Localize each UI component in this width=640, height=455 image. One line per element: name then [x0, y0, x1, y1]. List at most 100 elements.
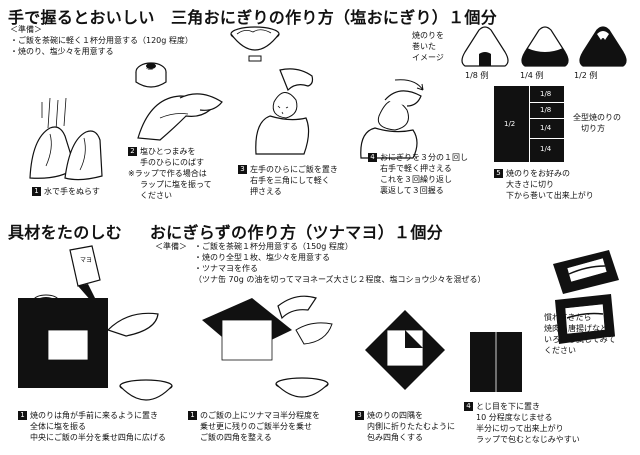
step1-wash-hands-illustration — [29, 97, 103, 181]
step-number-badge: 1 — [32, 187, 41, 196]
caption-line: 焼のりを — [412, 31, 444, 40]
step-number-badge: 4 — [464, 402, 473, 411]
cut-line — [529, 118, 564, 119]
step-text: とじ目を下に置き — [476, 402, 540, 411]
prep-item: ・ご飯を茶碗に軽く１杯分用意する（120g 程度） — [10, 36, 193, 45]
step-text: 全体に塩を振る — [30, 422, 86, 431]
step-text: 下から巻いて出来上がり — [506, 191, 594, 200]
section1-title: 手で握るとおいしい 三角おにぎりの作り方（塩おにぎり）１個分 — [8, 8, 498, 27]
step4-rotate-onigiri-illustration — [360, 79, 424, 159]
section2-title: 具材をたのしむ おにぎらずの作り方（ツナマヨ）１個分 — [8, 219, 443, 243]
mayo-label: マヨ — [80, 257, 93, 264]
step-text: 乗せ更に残りのご飯半分を乗せ — [200, 422, 312, 431]
step-number-badge: 1 — [188, 411, 197, 420]
section2-prep-header: ＜準備＞ — [155, 242, 187, 251]
step-text: 水で手をぬらす — [44, 187, 100, 196]
step-text: 押さえる — [250, 187, 282, 196]
onigirazu-step3-illustration — [365, 310, 445, 390]
step-text: ※ラップで作る場合は — [128, 169, 207, 178]
caption-line: 全型焼のりの — [573, 113, 621, 122]
step-number-badge: 3 — [238, 165, 247, 174]
nori-cut-caption: 全型焼のりの 切り方 — [573, 112, 621, 134]
step-number-badge: 4 — [368, 153, 377, 162]
step-text: 大きさに切り — [506, 180, 554, 189]
prep-header: ＜準備＞ — [10, 25, 42, 34]
step-text: 左手のひらにご飯を置き — [250, 165, 338, 174]
onigiri-variants-illustration — [461, 26, 627, 67]
cut-label: 1/8 — [540, 90, 552, 98]
cut-line — [529, 102, 564, 103]
note-line: いろいろ試してみて — [544, 335, 616, 344]
cut-label: 1/2 — [504, 120, 516, 128]
step-text: 焼のりの四隅を — [367, 411, 423, 420]
section2-prep: ・ご飯を茶碗１杯分用意する（150g 程度） ・焼のり全型１枚、塩少々を用意する… — [194, 241, 486, 285]
step2-salt-palm-illustration — [137, 93, 223, 141]
prep-item: ・焼のり、塩少々を用意する — [10, 47, 114, 56]
step-number-badge: 5 — [494, 169, 503, 178]
cut-line — [529, 138, 564, 139]
variation-note: 慣れてきたら 焼肉、唐揚げなど いろいろ試してみて ください — [544, 312, 616, 356]
step-text: 手のひらにのばす — [140, 158, 204, 167]
prep-item: ・ご飯を茶碗１杯分用意する（150g 程度） — [194, 242, 353, 251]
step-text: 半分に切って出来上がり — [476, 424, 564, 433]
step-text: 右手を三角にして軽く — [250, 176, 330, 185]
step3-shape-rice-illustration — [255, 68, 314, 155]
step-text: 右手で軽く押さえる — [380, 164, 452, 173]
nori-wrap-caption: 焼のりを 巻いた イメージ — [412, 30, 444, 63]
section1-prep: ＜準備＞ ・ご飯を茶碗に軽く１杯分用意する（120g 程度） ・焼のり、塩少々を… — [10, 24, 193, 57]
salt-container-illustration — [135, 62, 167, 88]
note-line: 焼肉、唐揚げなど — [544, 324, 608, 333]
nori-cut-diagram: 1/8 1/8 1/4 1/2 1/4 — [494, 86, 564, 162]
section2-title-a: 具材をたのしむ — [8, 223, 123, 242]
step-text: 裏返して３回握る — [380, 186, 444, 195]
note-line: 慣れてきたら — [544, 313, 592, 322]
cut-label: 1/4 — [540, 145, 552, 153]
step-text: 焼のりをお好みの — [506, 169, 570, 178]
step-text: 中央にご飯の半分を乗せ四角に広げる — [30, 433, 166, 442]
step-text: ご飯の四角を整える — [200, 433, 272, 442]
cut-label: 1/4 — [540, 124, 552, 132]
cut-line — [529, 86, 530, 162]
step-text: 包み四角くする — [367, 433, 423, 442]
rice-bowl-illustration — [230, 26, 280, 62]
caption-line: イメージ — [412, 53, 444, 62]
cut-label: 1/8 — [540, 106, 552, 114]
finished-onigirazu-illustration — [553, 250, 619, 344]
variant-label-1-8: 1/8 例 — [465, 71, 489, 80]
section2-title-b: おにぎらずの作り方（ツナマヨ）１個分 — [149, 223, 443, 242]
step-text: ラップに塩を振って — [140, 180, 212, 189]
step-text: 焼のりは角が手前に来るように置き — [30, 411, 158, 420]
prep-item: ・ツナマヨを作る — [194, 264, 258, 273]
step-text: 塩ひとつまみを — [140, 147, 196, 156]
onigirazu-step2-illustration — [202, 295, 333, 398]
variant-label-1-2: 1/2 例 — [574, 71, 598, 80]
step-text: ラップで包むとなじみやすい — [476, 435, 580, 444]
step-text: これを３回繰り返し — [380, 175, 452, 184]
onigirazu-step1-illustration — [18, 298, 173, 401]
prep-item: ・焼のり全型１枚、塩少々を用意する — [194, 253, 330, 262]
note-line: ください — [544, 346, 576, 355]
step-text: おにぎりを３分の１回し — [380, 153, 468, 162]
step-number-badge: 3 — [355, 411, 364, 420]
prep-item: （ツナ缶 70g の油を切ってマヨネーズ大さじ２程度、塩コショウ少々を混ぜる） — [194, 275, 486, 284]
step-number-badge: 2 — [128, 147, 137, 156]
caption-line: 巻いた — [412, 42, 436, 51]
step-number-badge: 1 — [18, 411, 27, 420]
onigirazu-step4-illustration — [470, 332, 522, 392]
step-text: 10 分程度なじませる — [476, 413, 553, 422]
step-text: のご飯の上にツナマヨ半分程度を — [200, 411, 320, 420]
step-text: ください — [140, 191, 172, 200]
salt-label: 塩 — [146, 63, 153, 71]
step-text: 内側に折りたたむように — [367, 422, 455, 431]
caption-line: 切り方 — [581, 124, 605, 133]
variant-label-1-4: 1/4 例 — [520, 71, 544, 80]
